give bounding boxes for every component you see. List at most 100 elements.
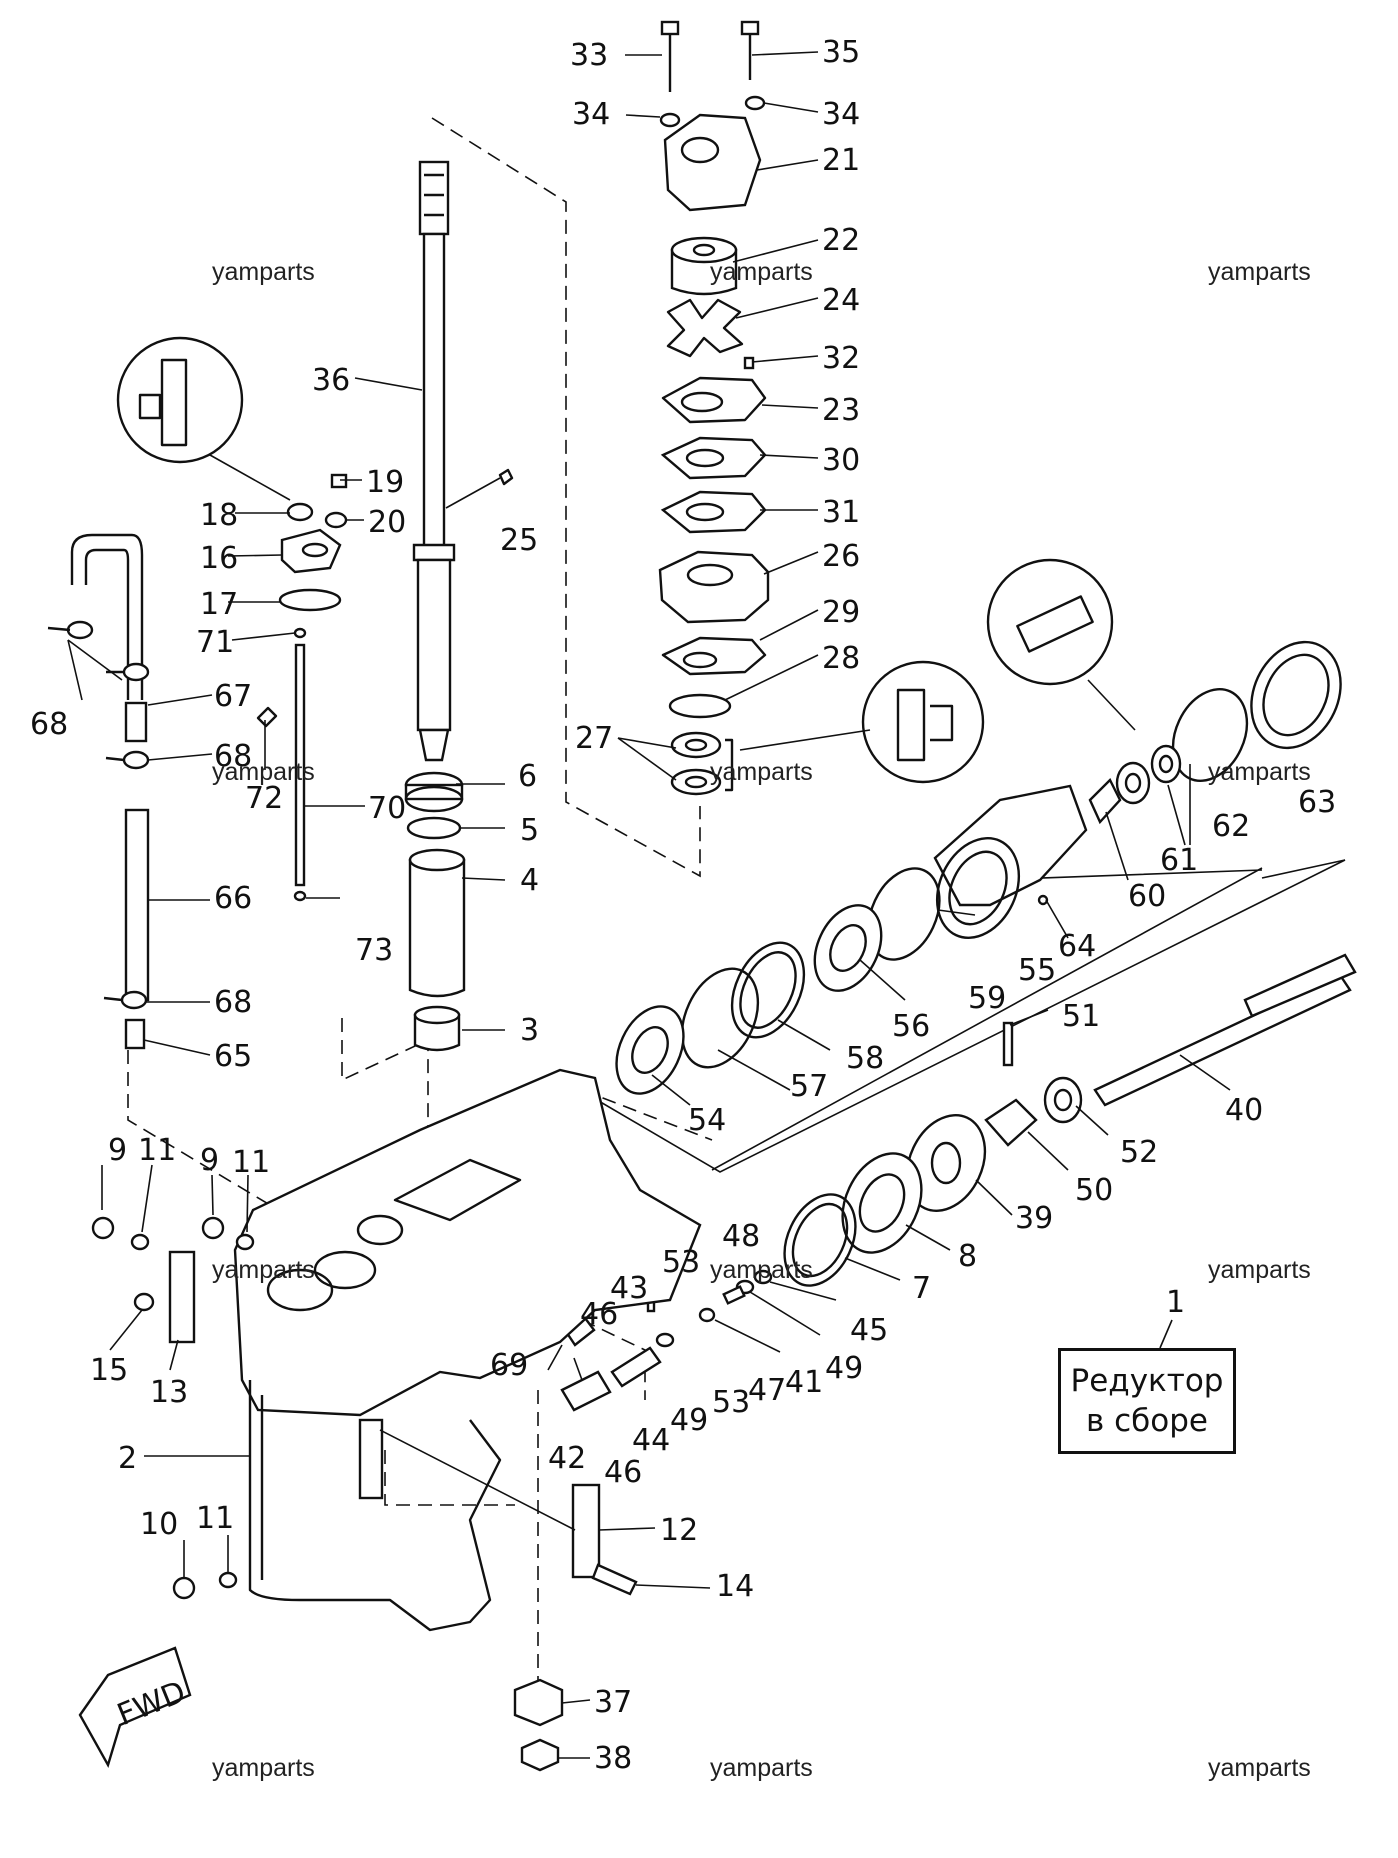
callout: 31 [822,495,860,530]
callout: 46 [604,1455,642,1490]
callout: 43 [610,1271,648,1306]
callout: 65 [214,1039,252,1074]
callout: 18 [200,498,238,533]
callout-labels: 33 35 34 34 21 22 24 32 23 30 31 26 29 2… [30,35,1336,1776]
watermark: yamparts [212,758,315,786]
callout: 20 [368,505,406,540]
callout: 22 [822,223,860,258]
watermark: yamparts [710,1754,813,1782]
callout: 38 [594,1741,632,1776]
callout: 33 [570,38,608,73]
callout: 16 [200,541,238,576]
callout: 19 [366,465,404,500]
callout: 26 [822,539,860,574]
callout: 53 [662,1245,700,1280]
callout: 29 [822,595,860,630]
callout: 36 [312,363,350,398]
callout: 34 [572,97,610,132]
callout: 27 [575,721,613,756]
callout: 3 [520,1013,539,1048]
callout: 24 [822,283,860,318]
callout: 66 [214,881,252,916]
watermark: yamparts [212,258,315,286]
callout: 68 [214,739,252,774]
callout: 40 [1225,1093,1263,1128]
callout: 28 [822,641,860,676]
callout: 62 [1212,809,1250,844]
callout: 72 [245,781,283,816]
callout: 54 [688,1103,726,1138]
callout: 5 [520,813,539,848]
callout: 37 [594,1685,632,1720]
callout: 48 [722,1219,760,1254]
callout: 6 [518,759,537,794]
watermark: yamparts [1208,258,1311,286]
callout: 11 [232,1145,270,1180]
assembly-label-line2: в сборе [1085,1403,1208,1439]
callout: 14 [716,1569,754,1604]
callout: 34 [822,97,860,132]
callout: 30 [822,443,860,478]
callout: 25 [500,523,538,558]
assembly-label-line1: Редуктор [1070,1363,1224,1399]
leader-lines [67,51,1231,1759]
callout: 51 [1062,999,1100,1034]
callout: 50 [1075,1173,1113,1208]
callout: 57 [790,1069,828,1104]
callout: 47 [748,1373,786,1408]
callout: 64 [1058,929,1096,964]
callout: 67 [214,679,252,714]
watermark: yamparts [1208,1754,1311,1782]
watermark: yamparts [710,1256,813,1284]
callout: 23 [822,393,860,428]
callout: 41 [785,1365,823,1400]
callout: 11 [196,1501,234,1536]
propeller-shaft-group [615,558,1357,1287]
callout: 2 [118,1441,137,1476]
callout: 11 [138,1133,176,1168]
callout: 60 [1128,879,1166,914]
callout: 10 [140,1507,178,1542]
watermark: yamparts [212,1256,315,1284]
callout: 13 [150,1375,188,1410]
callout: 17 [200,587,238,622]
callout: 59 [968,981,1006,1016]
callout: 45 [850,1313,888,1348]
callout: 39 [1015,1201,1053,1236]
callout: 61 [1160,843,1198,878]
callout: 56 [892,1009,930,1044]
callout: 32 [822,341,860,376]
watermark: yamparts [710,758,813,786]
callout: 53 [712,1385,750,1420]
water-pump-stack [658,20,770,796]
callout: 71 [196,625,234,660]
watermark: yamparts [1208,758,1311,786]
watermark: yamparts [212,1754,315,1782]
callout: 49 [825,1351,863,1386]
callout: 12 [660,1513,698,1548]
fwd-arrow-icon: FWD [78,1646,192,1769]
watermarks: yamparts yamparts yamparts yamparts yamp… [212,258,1311,1782]
callout: 9 [200,1143,219,1178]
callout: 42 [548,1441,586,1476]
watermark: yamparts [1208,1256,1311,1284]
callout: 63 [1298,785,1336,820]
callout: 7 [912,1271,931,1306]
callout: 69 [490,1348,528,1383]
callout: 1 [1166,1285,1185,1320]
callout: 55 [1018,953,1056,988]
callout: 46 [580,1297,618,1332]
assembly-label-box: Редуктор в сборе [1058,1348,1236,1454]
callout: 73 [355,933,393,968]
watermark: yamparts [710,258,813,286]
callout: 9 [108,1133,127,1168]
callout: 68 [214,985,252,1020]
callout: 58 [846,1041,884,1076]
callout: 52 [1120,1135,1158,1170]
drive-shaft-assembly [404,160,514,1052]
callout: 68 [30,707,68,742]
callout: 35 [822,35,860,70]
shift-rod-group [560,1269,773,1412]
callout: 21 [822,143,860,178]
